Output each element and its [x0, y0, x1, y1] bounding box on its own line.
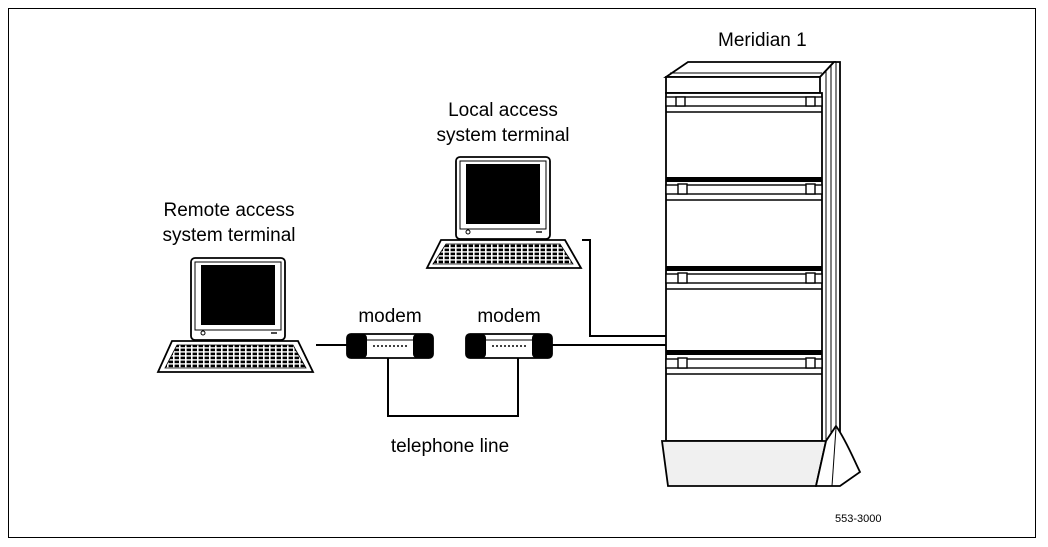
remote-terminal-label-line2: system terminal [162, 225, 296, 246]
connection-lines [316, 239, 666, 417]
telephone-line-label: telephone line [390, 436, 510, 457]
modem-right-label: modem [477, 306, 541, 327]
figure-id: 553-3000 [835, 513, 882, 525]
local-terminal-label-line2: system terminal [436, 125, 570, 146]
figure-frame [8, 8, 1036, 538]
modem-left-label: modem [358, 306, 422, 327]
meridian-cabinet [660, 61, 862, 487]
modem-right-device [465, 333, 553, 359]
local-terminal-label-line1: Local access [448, 100, 558, 121]
remote-terminal [156, 257, 315, 373]
meridian-title: Meridian 1 [718, 30, 807, 51]
modem-left-device [346, 333, 434, 359]
local-terminal [425, 156, 583, 269]
remote-terminal-label-line1: Remote access [163, 200, 295, 221]
